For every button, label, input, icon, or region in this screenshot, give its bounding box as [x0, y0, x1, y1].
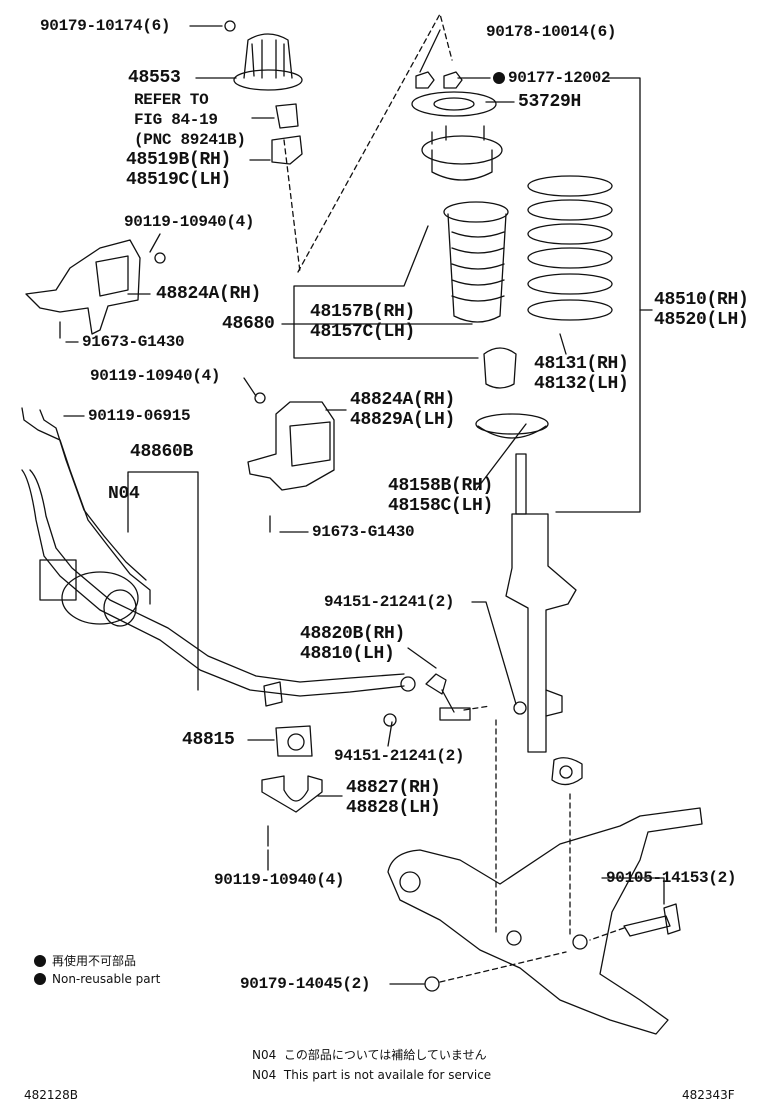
callout-48519c: 48519C(LH)	[126, 170, 232, 190]
callout-90119-10940-b: 90119-10940(4)	[90, 367, 221, 385]
callout-n04: N04	[108, 484, 140, 504]
support-cover-48553	[224, 20, 303, 91]
callout-94151-21241-b: 94151-21241(2)	[334, 747, 465, 765]
callout-refer-to: REFER TO	[134, 91, 209, 109]
callout-pnc-ref: (PNC 89241B)	[134, 131, 246, 149]
callout-48520: 48520(LH)	[654, 310, 749, 330]
figure-code-right: 482343F	[682, 1088, 735, 1102]
callout-94151-21241-a: 94151-21241(2)	[324, 593, 455, 611]
bushing-bracket	[261, 775, 323, 847]
legend-jp: 再使用不可部品	[34, 952, 136, 969]
shock-absorber	[505, 453, 583, 786]
leader-lines	[63, 25, 665, 985]
stabilizer-bushing	[275, 725, 313, 757]
spring-insulator	[475, 413, 549, 439]
callout-53729h: 53729H	[518, 92, 582, 112]
callout-48824a-lower: 48824A(RH)	[350, 390, 456, 410]
callout-48157b: 48157B(RH)	[310, 302, 416, 322]
coil-spring	[527, 175, 613, 321]
non-reusable-markers	[493, 72, 505, 84]
callout-90119-10940-a: 90119-10940(4)	[124, 213, 255, 231]
note-en: N04 This part is not availale for servic…	[252, 1068, 492, 1082]
callout-48553: 48553	[128, 68, 181, 88]
bound-stopper-boot	[443, 201, 509, 323]
callout-90105-14153: 90105-14153(2)	[606, 869, 737, 887]
stabilizer-bar	[21, 407, 416, 707]
callout-48680: 48680	[222, 314, 275, 334]
callout-90179-14045: 90179-14045(2)	[240, 975, 371, 993]
bracket-48824-lower	[247, 392, 335, 533]
callout-90177-12002: 90177-12002	[508, 69, 611, 87]
upper-support	[421, 125, 503, 181]
note-jp: N04 この部品については補給していません	[252, 1048, 487, 1062]
callout-fig-ref: FIG 84-19	[134, 111, 218, 129]
assembly-lines	[283, 13, 625, 983]
callout-48815: 48815	[182, 730, 235, 750]
callout-91673-g1430-a: 91673-G1430	[82, 333, 185, 351]
callout-48829a: 48829A(LH)	[350, 410, 456, 430]
bumper-48131	[483, 347, 517, 389]
callout-90179-10174: 90179-10174(6)	[40, 17, 171, 35]
callout-48810: 48810(LH)	[300, 644, 395, 664]
callout-48519b: 48519B(RH)	[126, 150, 232, 170]
callout-48828: 48828(LH)	[346, 798, 441, 818]
callout-48824a-upper: 48824A(RH)	[156, 284, 262, 304]
non-reusable-dot-icon	[34, 955, 46, 967]
callout-90119-10940-c: 90119-10940(4)	[214, 871, 345, 889]
callout-48157c: 48157C(LH)	[310, 322, 416, 342]
callout-48158c: 48158C(LH)	[388, 496, 494, 516]
callout-48827: 48827(RH)	[346, 778, 441, 798]
callout-91673-g1430-b: 91673-G1430	[312, 523, 415, 541]
callout-90178-10014: 90178-10014(6)	[486, 23, 617, 41]
washer-53729	[411, 91, 497, 117]
callout-48510: 48510(RH)	[654, 290, 749, 310]
callout-48860b: 48860B	[130, 442, 194, 462]
callout-48131: 48131(RH)	[534, 354, 629, 374]
legend-en: Non-reusable part	[34, 972, 160, 986]
callout-48820b: 48820B(RH)	[300, 624, 406, 644]
stabilizer-link	[383, 673, 527, 727]
non-reusable-dot-icon	[34, 973, 46, 985]
callout-48132: 48132(LH)	[534, 374, 629, 394]
callout-90119-06915: 90119-06915	[88, 407, 191, 425]
steering-knuckle	[387, 807, 703, 1035]
top-nuts	[415, 71, 463, 89]
bracket-48824-upper	[25, 239, 166, 339]
callout-48158b: 48158B(RH)	[388, 476, 494, 496]
bracket-clip	[271, 103, 303, 165]
figure-code-left: 482128B	[24, 1088, 79, 1102]
